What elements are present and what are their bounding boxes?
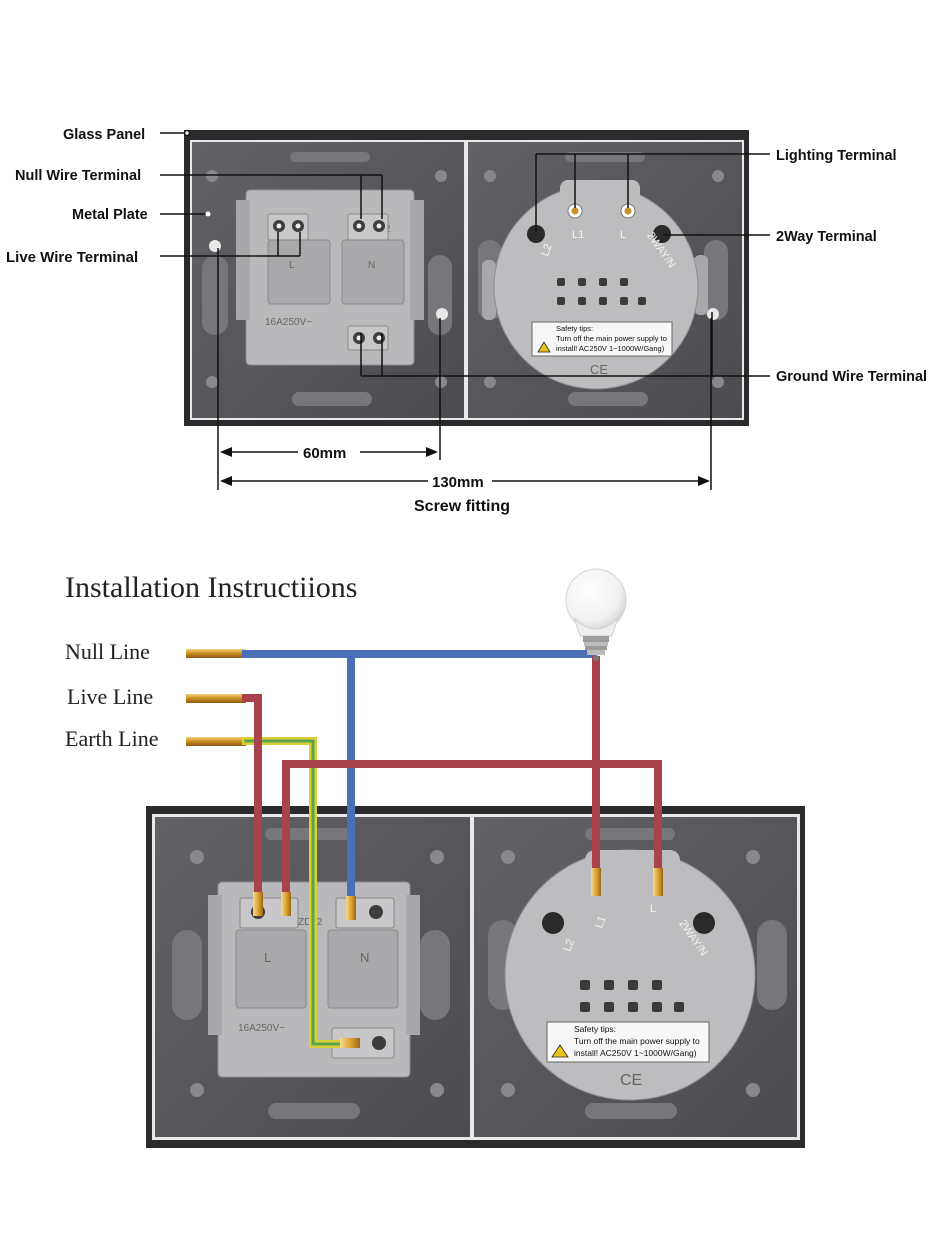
null-line-label: Null Line	[65, 639, 150, 664]
bottom-socket-l-mark: L	[264, 950, 271, 965]
glass-panel-label: Glass Panel	[63, 127, 145, 143]
safety-tips-title: Safety tips:	[556, 324, 593, 333]
bottom-switch-frame: L N ZD12 16A250V~ L2 L1 L 2WAY/N	[146, 806, 805, 1148]
light-bulb-icon	[565, 568, 627, 661]
screw-fitting-caption: Screw fitting	[414, 498, 510, 515]
bottom-switch-l2-mark: L2	[562, 937, 577, 953]
dimension-130mm: 130mm	[432, 474, 484, 491]
live-line-label: Live Line	[67, 684, 153, 709]
top-leader-lines	[160, 129, 770, 377]
bottom-socket-rating-mark: 16A250V~	[238, 1023, 285, 1034]
safety-tips-line1: Turn off the main power supply to	[556, 334, 667, 343]
socket-l-mark: L	[289, 260, 295, 271]
live-wire	[242, 694, 262, 902]
socket-rating-mark: 16A250V~	[265, 317, 312, 328]
bottom-plate-features	[172, 828, 787, 1119]
two-way-terminal-label: 2Way Terminal	[776, 229, 877, 245]
live-wire-terminal-label: Live Wire Terminal	[6, 249, 138, 266]
top-socket-terminals	[267, 213, 389, 351]
live-link-wire	[282, 760, 662, 902]
ce-mark: CE	[590, 362, 608, 377]
bottom-ce-mark: CE	[620, 1072, 642, 1089]
switch-l2-mark: L2	[539, 242, 554, 258]
bottom-terminal-brass	[253, 868, 663, 1048]
null-wire-terminal-label: Null Wire Terminal	[15, 168, 141, 184]
dimension-60mm: 60mm	[303, 445, 346, 462]
installation-title: Installation Instructiions	[65, 571, 357, 604]
bottom-socket-n-mark: N	[360, 950, 369, 965]
top-switch-frame: L N ZD12 16A250V~	[184, 130, 749, 426]
top-labels: Glass Panel Null Wire Terminal Metal Pla…	[6, 127, 927, 385]
ground-wire-terminal-label: Ground Wire Terminal	[776, 369, 927, 385]
wire-stub-ends	[186, 649, 246, 746]
wiring	[242, 650, 662, 1048]
bottom-safety-tips-line2: install! AC250V 1~1000W/Gang)	[574, 1048, 697, 1058]
bottom-safety-tips-line1: Turn off the main power supply to	[574, 1036, 700, 1046]
bottom-switch-l-mark: L	[650, 903, 656, 915]
metal-plate-label: Metal Plate	[72, 207, 148, 223]
socket-n-mark: N	[368, 260, 375, 271]
switch-l-mark: L	[620, 229, 626, 241]
top-plate-screws	[206, 170, 724, 388]
dimension-lines	[217, 248, 712, 490]
switch-vent-holes	[557, 278, 646, 305]
switch-l1-mark: L1	[572, 229, 584, 241]
lighting-terminal-label: Lighting Terminal	[776, 148, 897, 164]
bottom-safety-tips-title: Safety tips:	[574, 1024, 616, 1034]
bottom-plate-screws	[190, 850, 760, 1097]
bottom-switch-l1-mark: L1	[593, 914, 608, 930]
safety-tips-line2: install! AC250V 1~1000W/Gang)	[556, 344, 665, 353]
top-switch-module: L2 L1 L 2WAY/N Safety tips: Turn off the…	[482, 180, 708, 390]
bottom-switch-module: L2 L1 L 2WAY/N Safety tips: Turn off the…	[504, 849, 756, 1101]
bottom-switch-vent-holes	[580, 980, 684, 1012]
top-socket-module: L N ZD12 16A250V~	[236, 189, 424, 366]
earth-line-label: Earth Line	[65, 726, 158, 751]
